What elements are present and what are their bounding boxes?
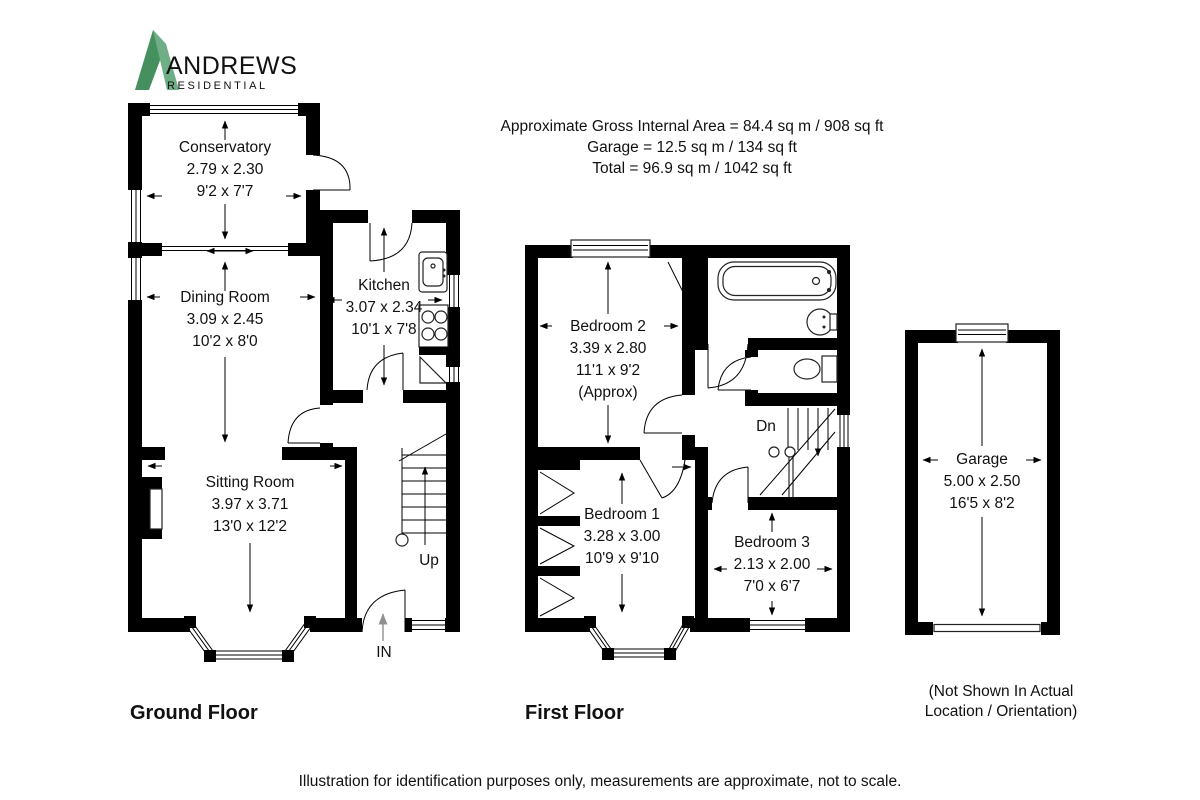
bedroom3-label: Bedroom 3 2.13 x 2.00 7'0 x 6'7 [734,534,811,595]
first-floor-walls [525,245,850,660]
bedroom2-imperial: 11'1 x 9'2 [576,362,640,379]
conservatory-label: Conservatory 2.79 x 2.30 9'2 x 7'7 [179,139,271,200]
ground-floor-plan: Conservatory 2.79 x 2.30 9'2 x 7'7 Dinin… [128,103,460,662]
wardrobe-doors [539,471,576,617]
fireplace [142,477,163,539]
bedroom2-name: Bedroom 2 [570,318,646,335]
kitchen-label: Kitchen 3.07 x 2.34 10'1 x 7'8 [346,277,423,338]
bedroom2-note: (Approx) [578,384,637,401]
bedroom2-metric: 3.39 x 2.80 [570,340,647,357]
andrews-logo: ANDREWS RESIDENTIAL [135,30,297,92]
brand-name: ANDREWS [166,52,297,80]
conservatory-metric: 2.79 x 2.30 [187,161,264,178]
bedroom1-name: Bedroom 1 [584,506,660,523]
ground-floor-dimension-arrows [146,120,443,613]
first-floor-doors [639,261,752,504]
bedroom3-imperial: 7'0 x 6'7 [744,578,801,595]
sitting-room-label: Sitting Room 3.97 x 3.71 13'0 x 12'2 [206,474,295,535]
garage-note: (Not Shown In Actual Location / Orientat… [925,683,1078,720]
kitchen-name: Kitchen [358,277,410,294]
garage-window [955,323,1009,343]
area-summary: Approximate Gross Internal Area = 84.4 s… [501,118,885,177]
first-floor-dimension-arrows [539,261,833,616]
area-summary-line1: Approximate Gross Internal Area = 84.4 s… [501,118,885,135]
bedroom3-metric: 2.13 x 2.00 [734,556,811,573]
logo-peak-highlight-icon [153,30,179,90]
entrance-in-label: IN [376,644,392,661]
kitchen-imperial: 10'1 x 7'8 [351,321,416,338]
sitting-name: Sitting Room [206,474,295,491]
stairs-up-label: Up [419,552,439,569]
garage-plan: Garage 5.00 x 2.50 16'5 x 8'2 [905,323,1060,635]
ground-floor-caption: Ground Floor [130,702,258,724]
first-floor-plan: Bedroom 2 3.39 x 2.80 11'1 x 9'2 (Approx… [525,239,850,660]
conservatory-imperial: 9'2 x 7'7 [197,183,254,200]
garage-dimension-arrows [922,348,1042,617]
dining-room-label: Dining Room 3.09 x 2.45 10'2 x 8'0 [180,289,270,350]
bedroom3-name: Bedroom 3 [734,534,810,551]
kitchen-sink [418,251,448,293]
ground-floor-windows [131,105,459,660]
area-summary-line3: Total = 96.9 sq m / 1042 sq ft [592,160,792,177]
garage-note-line1: (Not Shown In Actual [929,683,1074,700]
garage-walls [905,330,1060,635]
dining-name: Dining Room [180,289,270,306]
sitting-metric: 3.97 x 3.71 [212,496,289,513]
dining-metric: 3.09 x 2.45 [187,311,264,328]
stairs-up [395,433,447,547]
ground-floor-walls [128,103,460,662]
garage-label: Garage 5.00 x 2.50 16'5 x 8'2 [944,451,1021,512]
kitchen-hob [418,304,449,384]
toilet [793,355,838,383]
area-summary-line2: Garage = 12.5 sq m / 134 sq ft [587,139,797,156]
disclaimer: Illustration for identification purposes… [299,773,902,790]
sitting-imperial: 13'0 x 12'2 [213,518,287,535]
dining-imperial: 10'2 x 8'0 [192,333,258,350]
bedroom2-label: Bedroom 2 3.39 x 2.80 11'1 x 9'2 (Approx… [570,318,647,401]
bedroom1-imperial: 10'9 x 9'10 [585,550,659,567]
garage-name: Garage [956,451,1008,468]
conservatory-name: Conservatory [179,139,271,156]
stairs-down-label: Dn [756,418,776,435]
garage-metric: 5.00 x 2.50 [944,473,1021,490]
garage-door [933,623,1041,633]
first-floor-windows [570,239,849,658]
garage-note-line2: Location / Orientation) [925,703,1078,720]
first-floor-caption: First Floor [525,702,624,724]
kitchen-metric: 3.07 x 2.34 [346,299,423,316]
bedroom1-metric: 3.28 x 3.00 [584,528,661,545]
brand-tagline: RESIDENTIAL [167,80,268,92]
bedroom1-label: Bedroom 1 3.28 x 3.00 10'9 x 9'10 [584,506,661,567]
bathroom-sink [806,308,838,336]
bathtub [717,261,837,301]
stairs-down [759,408,836,497]
garage-imperial: 16'5 x 8'2 [949,495,1014,512]
ground-floor-doors [287,154,413,633]
